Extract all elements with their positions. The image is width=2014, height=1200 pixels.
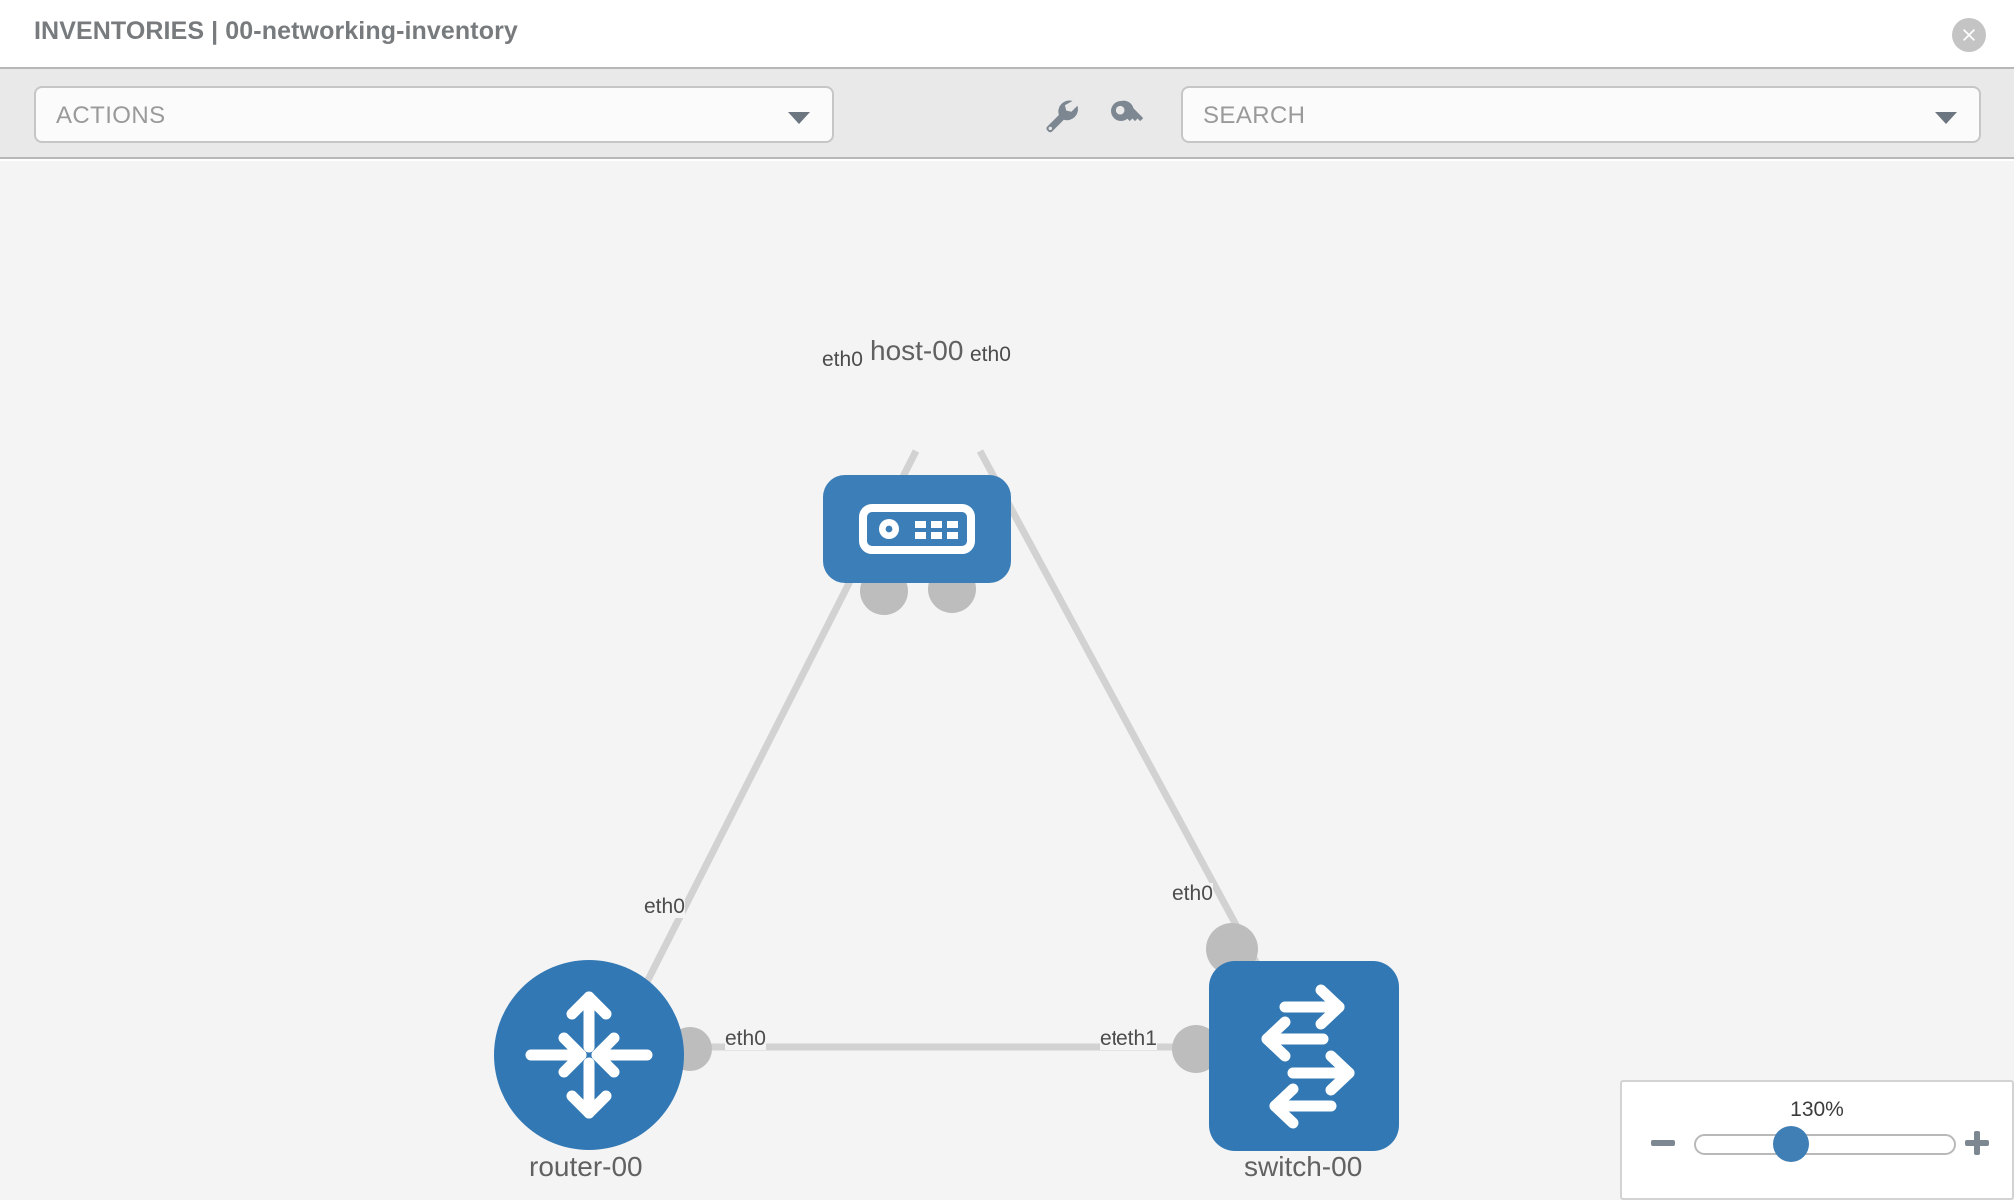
node-label-host-00: host-00 <box>870 335 964 366</box>
node-label-switch-00: switch-00 <box>1244 1151 1363 1182</box>
node-switch-00[interactable] <box>1209 961 1399 1151</box>
wrench-icon[interactable] <box>1041 97 1081 133</box>
iface-label: eth0 <box>970 343 1011 367</box>
topology-canvas[interactable]: eth0 eth0 eth0 eth0 eth0 eth0 eth1 host-… <box>0 161 2014 1200</box>
server-icon <box>859 504 975 554</box>
page-title: INVENTORIES | 00-networking-inventory <box>34 17 518 45</box>
chevron-down-icon <box>788 112 810 124</box>
search-placeholder: SEARCH <box>1203 102 1306 129</box>
toolbar: ACTIONS SEARCH <box>0 69 2014 159</box>
iface-label: eth0 <box>725 1027 766 1051</box>
page-header: INVENTORIES | 00-networking-inventory <box>0 0 2014 69</box>
iface-label: eth0 <box>822 348 863 372</box>
router-arrows-icon <box>525 991 653 1119</box>
zoom-slider-thumb[interactable] <box>1773 1126 1809 1162</box>
iface-label: eth1 <box>1116 1027 1157 1051</box>
close-icon[interactable] <box>1952 18 1986 52</box>
actions-dropdown-label: ACTIONS <box>56 102 166 129</box>
node-host-00[interactable] <box>823 475 1011 583</box>
node-label-router-00: router-00 <box>529 1151 643 1182</box>
zoom-control-panel: 130% <box>1620 1080 2014 1200</box>
switch-arrows-icon <box>1261 984 1355 1129</box>
iface-label: eth0 <box>644 895 685 919</box>
search-input[interactable]: SEARCH <box>1181 86 1981 143</box>
search-chevron-down-icon[interactable] <box>1935 112 1957 124</box>
actions-dropdown[interactable]: ACTIONS <box>34 86 834 143</box>
edge-host00-switch00[interactable] <box>976 449 1266 975</box>
key-icon[interactable] <box>1107 97 1147 133</box>
minus-icon[interactable] <box>1648 1128 1678 1158</box>
port-switch00-eth1[interactable] <box>1172 1025 1220 1073</box>
iface-label: eth0 <box>1172 882 1213 906</box>
zoom-slider-track[interactable] <box>1694 1134 1956 1155</box>
zoom-level-value: 130% <box>1790 1098 1844 1121</box>
node-router-00[interactable] <box>494 960 684 1150</box>
plus-icon[interactable] <box>1962 1128 1992 1158</box>
topology-ports <box>668 565 1258 1073</box>
topology-graph <box>494 449 1399 1151</box>
